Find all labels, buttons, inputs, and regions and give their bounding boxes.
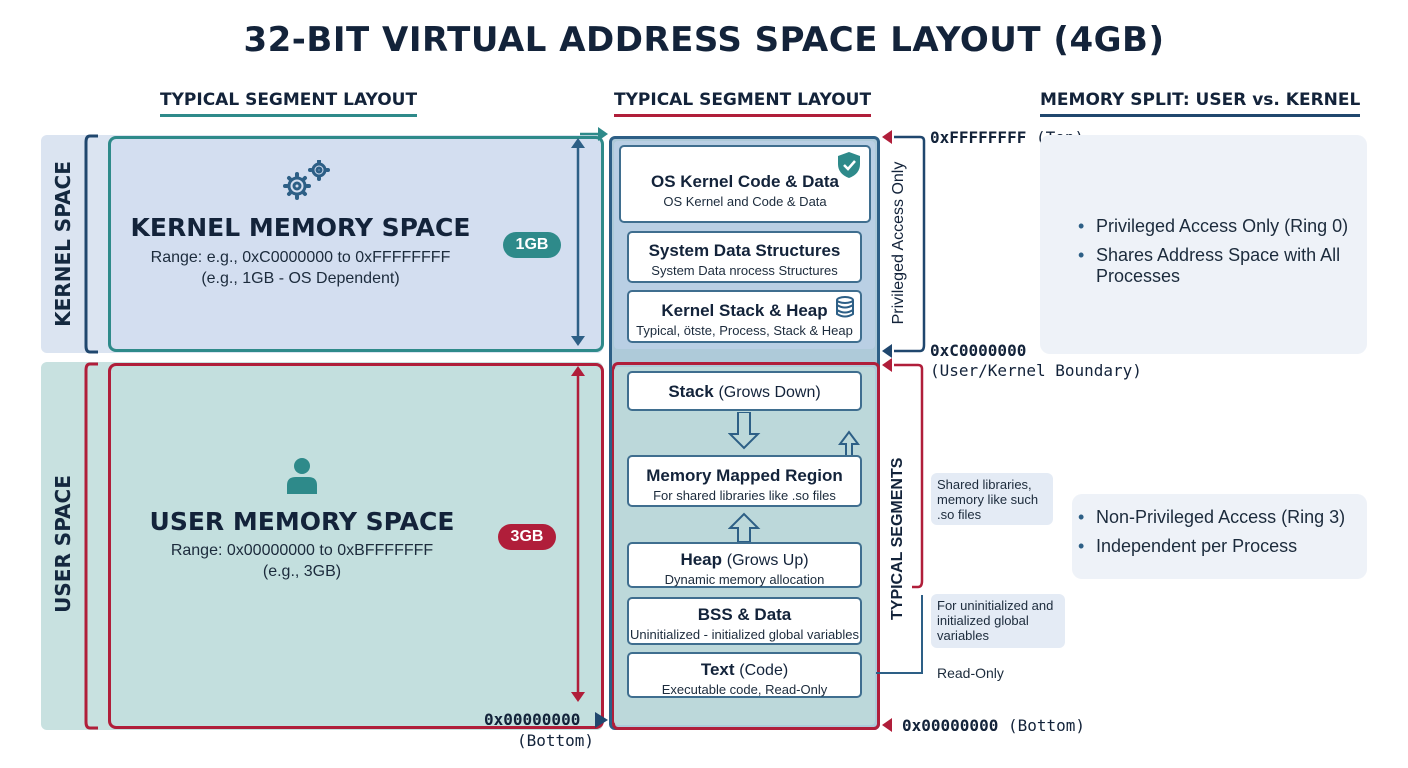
segment-heap-title: Heap (680, 550, 723, 569)
address-bottom-left-note: (Bottom) (517, 731, 595, 750)
column-header-left: TYPICAL SEGMENT LAYOUT (160, 90, 418, 117)
user-segment-outline (612, 362, 880, 730)
shared-libs-note: Shared libraries, memory like such .so f… (931, 473, 1053, 525)
segment-stack-title: Stack (668, 382, 714, 401)
right-brackets (876, 130, 926, 732)
segment-heap: Heap (Grows Up) Dynamic memory allocatio… (627, 542, 862, 588)
segment-system-data-sub: System Data nrocess Structures (651, 263, 838, 278)
segment-stack: Stack (Grows Down) (627, 371, 862, 411)
typical-segments-vertical-label: TYPICAL SEGMENTS (889, 457, 906, 620)
growth-arrows (728, 412, 860, 542)
segment-system-data-title: System Data Structures (648, 241, 841, 260)
shield-icon (838, 152, 860, 178)
segment-mmap-sub: For shared libraries like .so files (653, 488, 836, 503)
segment-text-title: Text (700, 660, 735, 679)
address-bottom-left: 0x00000000 (484, 710, 581, 729)
privileged-access-vertical-label: Privileged Access Only (890, 161, 907, 325)
column-header-right: MEMORY SPLIT: USER vs. KERNEL (1040, 90, 1361, 117)
segment-heap-note: (Grows Up) (726, 552, 809, 569)
kernel-range: Range: e.g., 0xC0000000 to 0xFFFFFFFF (150, 249, 451, 266)
user-space-side-label: USER SPACE (51, 475, 75, 613)
segment-bss-sub: Uninitialized - initialized global varia… (629, 627, 860, 642)
size-arrows (571, 138, 585, 702)
segment-bss-title: BSS & Data (697, 605, 792, 624)
segment-stack-note: (Grows Down) (718, 384, 821, 401)
segment-kernel-code: OS Kernel Code & Data OS Kernel and Code… (619, 145, 871, 223)
segment-text: Text (Code) Executable code, Read-Only (627, 652, 862, 698)
page-title: 32-BIT VIRTUAL ADDRESS SPACE LAYOUT (4GB… (243, 20, 1165, 60)
user-range: Range: 0x00000000 to 0xBFFFFFFF (170, 542, 434, 559)
user-bullets: Non-Privileged Access (Ring 3) Independe… (1078, 507, 1363, 565)
user-space-title: USER MEMORY SPACE (149, 507, 455, 536)
user-bullet-2: Independent per Process (1078, 536, 1363, 557)
segment-text-sub: Executable code, Read-Only (661, 682, 828, 697)
bottom-left-pointer (595, 712, 608, 728)
read-only-note: Read-Only (937, 665, 1004, 681)
kernel-size-note: (e.g., 1GB - OS Dependent) (201, 270, 400, 287)
address-bottom-right: 0x00000000 (Bottom) (902, 716, 1086, 735)
address-boundary-note: (User/Kernel Boundary) (930, 361, 1142, 380)
kernel-bullets: Privileged Access Only (Ring 0) Shares A… (1078, 216, 1363, 295)
gears-icon (283, 160, 330, 200)
column-header-middle: TYPICAL SEGMENT LAYOUT (614, 90, 872, 117)
user-size-badge: 3GB (498, 524, 556, 550)
kernel-bullet-2: Shares Address Space with All Processes (1078, 245, 1363, 287)
uninit-note: For uninitialized and initialized global… (931, 594, 1065, 648)
database-icon (836, 296, 854, 318)
segment-kernel-stack-sub: Typical, ötste, Process, Stack & Heap (636, 323, 853, 338)
user-icon (287, 458, 317, 494)
kernel-bullet-1: Privileged Access Only (Ring 0) (1078, 216, 1363, 237)
segment-mmap: Memory Mapped Region For shared librarie… (627, 455, 862, 507)
address-boundary: 0xC0000000 (930, 341, 1027, 360)
segment-system-data: System Data Structures System Data nroce… (627, 231, 862, 283)
segment-kernel-code-title: OS Kernel Code & Data (651, 172, 839, 191)
segment-kernel-code-sub: OS Kernel and Code & Data (663, 194, 827, 209)
segment-mmap-title: Memory Mapped Region (646, 466, 843, 485)
top-pointer-arrow (580, 127, 608, 141)
segment-kernel-stack: Kernel Stack & Heap Typical, ötste, Proc… (627, 290, 862, 343)
kernel-space-side-label: KERNEL SPACE (51, 161, 75, 327)
segment-kernel-stack-title: Kernel Stack & Heap (661, 301, 828, 320)
segment-heap-sub: Dynamic memory allocation (664, 572, 825, 587)
kernel-space-title: KERNEL MEMORY SPACE (130, 213, 471, 242)
user-size-note: (e.g., 3GB) (262, 563, 342, 580)
user-bullet-1: Non-Privileged Access (Ring 3) (1078, 507, 1363, 528)
segment-bss: BSS & Data Uninitialized - initialized g… (627, 597, 862, 645)
side-brackets (84, 134, 98, 730)
segment-text-note: (Code) (739, 662, 789, 679)
kernel-size-badge: 1GB (503, 232, 561, 258)
